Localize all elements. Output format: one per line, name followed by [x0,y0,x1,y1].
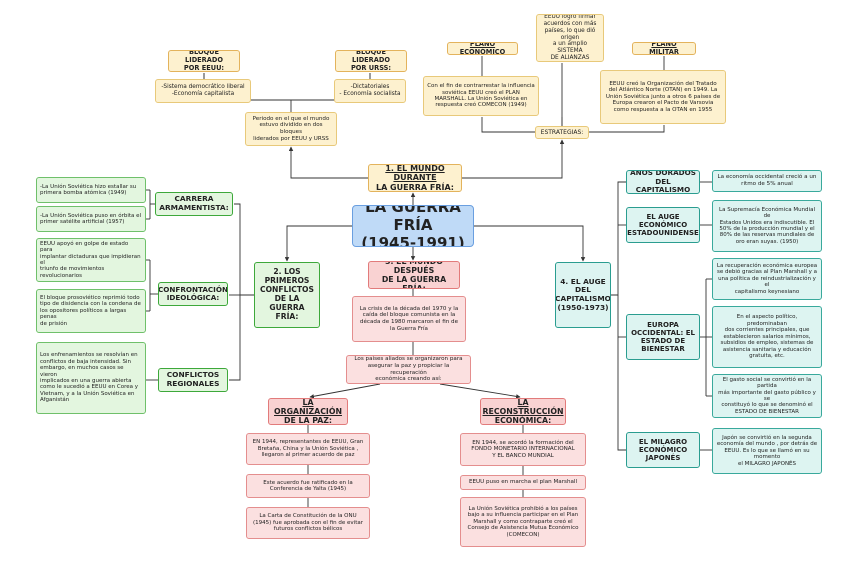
central-title: LA GUERRA FRÍA (1945-1991) [352,205,474,247]
dorados-text: La economía occidental creció a un ritmo… [712,170,822,192]
ideologica-item-2: El bloque prosoviético reprimió todo tip… [36,289,146,333]
connector-14 [284,225,352,262]
japon-text: Japón se convirtió en la segunda economí… [712,428,822,474]
regionales-text: Los enfrenamientos se resolvían en confl… [36,342,146,414]
plano-militar-text: EEUU creó la Organización del Tratado de… [600,70,726,124]
connector-10 [481,117,535,133]
auge-eeuu-heading: EL AUGE ECONÓMICO ESTADOUNIDENSE [626,207,700,243]
connector-31 [439,383,521,399]
crisis-node: La crisis de la década del 1970 y la caí… [352,296,466,342]
auge-eeuu-text: La Supremacía Económica Mundial de Estad… [712,200,822,252]
connector-30 [309,383,381,399]
plano-militar-heading: PLANO MILITAR [632,42,696,55]
dorados-heading: AÑOS DORADOS DEL CAPITALISMO [626,170,700,194]
japon-heading: EL MILAGRO ECONÓMICO JAPONÉS [626,432,700,468]
alianzas-node: EEUU logró firmar acuerdos con más paíse… [536,14,604,62]
regionales-heading: CONFLICTOS REGIONALES [158,368,228,392]
europa-heading: EUROPA OCCIDENTAL: EL ESTADO DE BIENESTA… [626,314,700,360]
reconstruccion-heading: LA RECONSTRUCCIÓN ECONÓMICA: [480,398,566,425]
paises-node: Los países aliados se organizaron para a… [346,355,471,384]
plano-economico-text: Con el fin de contrarrestar la influenci… [423,76,539,116]
carrera-heading: CARRERA ARMAMENTISTA: [155,192,233,216]
connector-41 [617,295,626,451]
carrera-item-1: -La Unión Soviética hizo estallar su pri… [36,177,146,203]
connector-2 [288,146,372,179]
section-4-heading: 4. EL AUGE DEL CAPITALISMO (1950-1973) [555,262,611,328]
connector-17 [229,295,241,381]
connector-15 [234,203,254,296]
plano-economico-heading: PLANO ECONÓMICO [447,42,518,55]
section-1-heading: 1. EL MUNDO DURANTE LA GUERRA FRÍA: [368,164,462,192]
bloque-urss-heading: BLOQUE LIDERADO POR URSS: [335,50,407,72]
estrategias-node: ESTRATEGIAS: [535,126,589,139]
paz-item-3: La Carta de Constitución de la ONU (1945… [246,507,370,539]
connector-12 [589,125,665,133]
europa-item-1: La recuperación económica europea se deb… [712,258,822,300]
paz-item-2: Este acuerdo fue ratificado en la Confer… [246,474,370,498]
paz-item-1: EN 1944, representantes de EEUU, Gran Br… [246,433,370,465]
bloque-urss-text: -Dictatoriales - Economía socialista [334,79,406,103]
paz-heading: LA ORGANIZACIÓN DE LA PAZ: [268,398,348,425]
connector-38 [474,225,586,262]
reconstruccion-item-3: La Unión Soviética prohibió a los países… [460,497,586,547]
bloque-eeuu-text: -Sistema democrático liberal -Economía c… [155,79,251,103]
section-3-heading: 3. EL MUNDO DESPUÉS DE LA GUERRA FRÍA: [368,261,460,289]
ideologica-item-1: EEUU apoyó en golpe de estado para impla… [36,238,146,282]
section-2-heading: 2. LOS PRIMEROS CONFLICTOS DE LA GUERRA … [254,262,320,328]
connector-39 [611,181,626,296]
carrera-item-2: -La Unión Soviética puso en órbita el pr… [36,206,146,232]
connector-7 [458,139,565,179]
ideologica-heading: CONFRONTACIÓN IDEOLÓGICA: [158,282,228,306]
definition-node: Periodo en el que el mundo estuvo dividi… [245,112,337,146]
reconstruccion-item-2: EEUU puso en marcha el plan Marshall [460,475,586,490]
reconstruccion-item-1: EN 1944, se acordó la formación del FOND… [460,433,586,466]
europa-item-2: En el aspecto político, predominaban dos… [712,306,822,368]
bloque-eeuu-heading: BLOQUE LIDERADO POR EEUU: [168,50,240,72]
europa-item-3: El gasto social se convirtió en la parti… [712,374,822,418]
